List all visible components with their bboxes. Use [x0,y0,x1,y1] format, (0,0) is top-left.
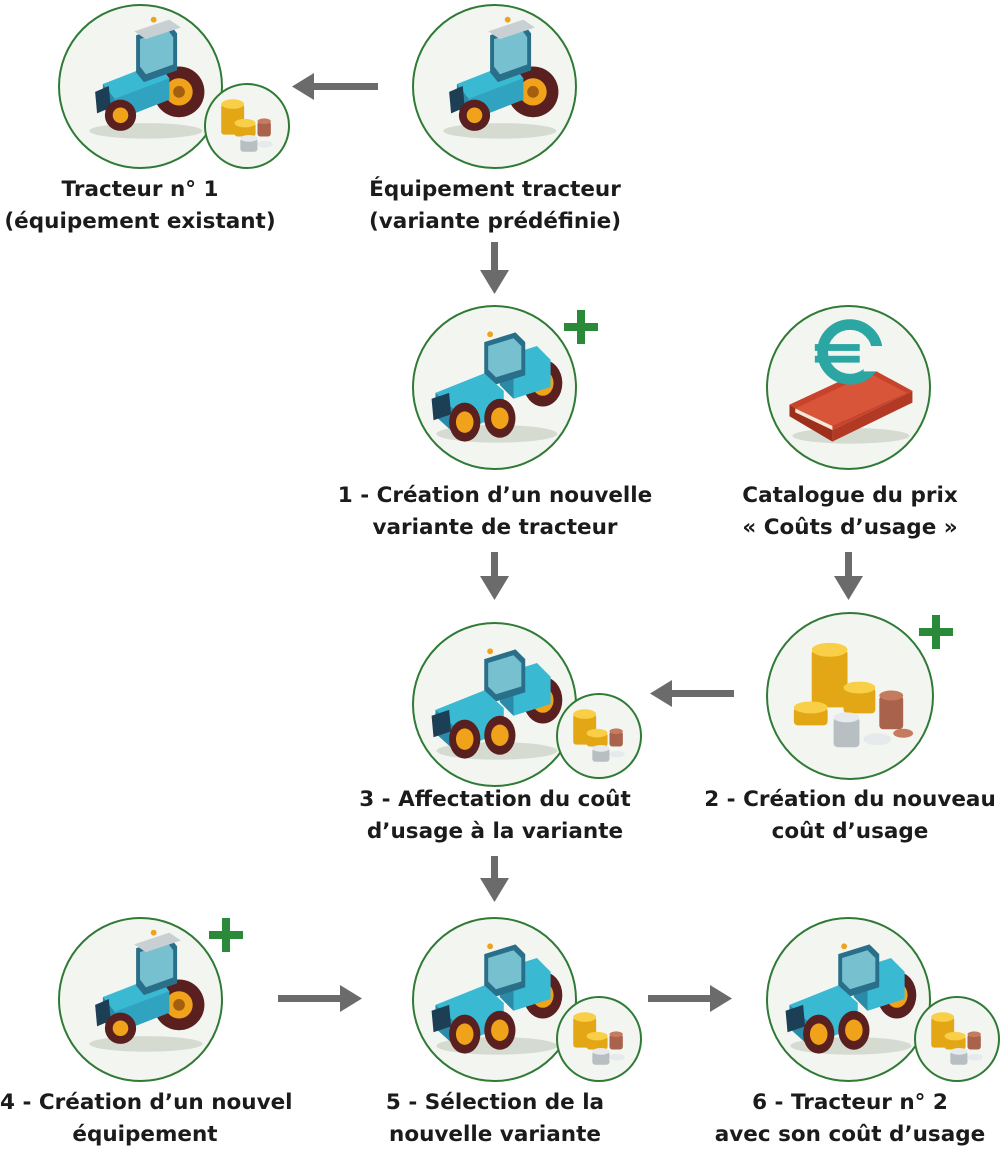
coins-badge [204,83,290,169]
arrow-icon [648,985,732,1012]
arrow-icon [650,680,734,707]
step2-circle [766,612,934,780]
coins-badge [914,996,1000,1082]
coins-badge [556,693,642,779]
arrow-icon [480,242,509,294]
node-label-equipement: Équipement tracteur(variante prédéfinie) [368,177,622,234]
catalogue-circle [766,305,931,470]
arrow-icon [834,552,863,600]
step5-circle [412,917,577,1082]
step6-circle [766,917,931,1082]
plus-icon [561,307,601,347]
arrow-icon [292,73,378,100]
node-label-tracteur-1: Tracteur n° 1(équipement existant) [4,177,276,234]
arrow-icon [278,985,362,1012]
step4-circle [58,917,223,1082]
tractor-variant-circle [412,4,577,169]
plus-icon [206,915,246,955]
arrow-icon [480,856,509,902]
plus-icon [916,612,956,652]
step3-circle [412,622,577,787]
tractor-existing-circle [58,4,223,169]
node-label-catalogue: Catalogue du prix« Coûts d’usage » [742,483,958,540]
step1-circle [412,305,577,470]
arrow-icon [480,552,509,600]
coins-badge [556,996,642,1082]
